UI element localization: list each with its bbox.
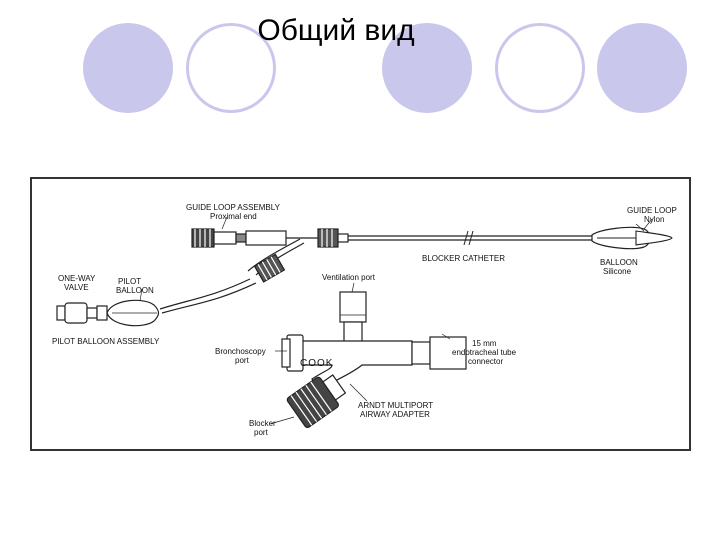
label-pilot-balloon-1: PILOT	[118, 277, 142, 286]
label-arndt-2: AIRWAY ADAPTER	[360, 410, 430, 419]
guide-loop-proximal-end	[191, 228, 318, 248]
pilot-balloon-assembly	[56, 299, 160, 327]
brand-label: COOK	[300, 358, 334, 369]
label-blocker-port-2: port	[254, 428, 268, 437]
label-bronchoscopy-port-1: Bronchoscopy	[215, 347, 266, 356]
device-diagram: GUIDE LOOP ASSEMBLY Proximal end GUIDE L…	[30, 177, 691, 451]
label-one-way-valve-2: VALVE	[64, 283, 89, 292]
label-connector-1: 15 mm	[472, 339, 497, 348]
label-balloon: BALLOON	[600, 258, 638, 267]
label-proximal-end: Proximal end	[210, 212, 257, 221]
decor-circle-5	[597, 23, 687, 113]
label-guide-loop-assembly: GUIDE LOOP ASSEMBLY	[186, 203, 280, 212]
label-connector-3: connector	[468, 357, 504, 366]
label-pilot-balloon-2: BALLOON	[116, 286, 154, 295]
decor-circle-3	[382, 23, 472, 113]
label-arndt-1: ARNDT MULTIPORT	[358, 401, 434, 410]
label-nylon: Nylon	[644, 215, 665, 224]
leader-lines	[139, 216, 653, 425]
airway-adapter	[281, 291, 467, 428]
label-guide-loop: GUIDE LOOP	[627, 206, 677, 215]
slide-title: Общий вид	[257, 14, 415, 47]
label-ventilation-port: Ventilation port	[322, 273, 375, 282]
catheter-connector	[317, 228, 349, 248]
label-silicone: Silicone	[603, 267, 632, 276]
label-bronchoscopy-port-2: port	[235, 356, 249, 365]
device-drawing	[56, 216, 673, 428]
label-connector-2: endotracheal tube	[452, 348, 517, 357]
decor-circle-4	[495, 23, 585, 113]
label-pilot-balloon-assembly: PILOT BALLOON ASSEMBLY	[52, 337, 160, 346]
decor-circle-2	[186, 23, 276, 113]
balloon-tip	[591, 223, 673, 250]
label-blocker-catheter: BLOCKER CATHETER	[422, 254, 505, 263]
pilot-line-branch	[159, 238, 305, 314]
label-one-way-valve-1: ONE-WAY	[58, 274, 96, 283]
blocker-catheter-line	[348, 230, 592, 246]
label-blocker-port-1: Blocker	[249, 419, 276, 428]
decor-circle-1	[83, 23, 173, 113]
